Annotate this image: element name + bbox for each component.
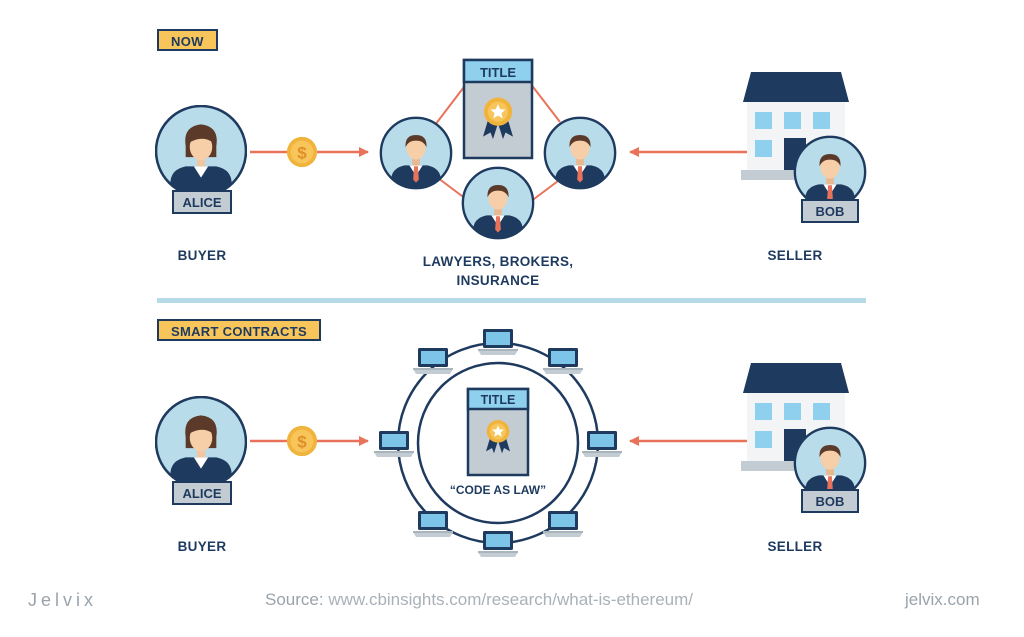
laptop-node-icon: [374, 431, 414, 457]
section-label-now: NOW: [157, 29, 218, 51]
seller-name-tag: BOB: [801, 489, 859, 513]
seller-name-tag: BOB: [801, 199, 859, 223]
intermediaries-label-line-1: LAWYERS, BROKERS,: [422, 254, 574, 269]
laptop-node-icon: [543, 511, 583, 537]
laptop-node-icon: [478, 329, 518, 355]
title-label-bottom: TITLE: [481, 393, 516, 407]
dollar-coin-icon: [286, 425, 318, 457]
insurance-avatar: [461, 166, 535, 240]
section-divider: [157, 298, 866, 303]
source-prefix: Source:: [265, 590, 324, 609]
intermediaries-label-line-2: INSURANCE: [456, 273, 540, 288]
svg-text:BOB: BOB: [816, 204, 845, 219]
dollar-coin-icon: [286, 136, 318, 168]
laptop-node-icon: [478, 531, 518, 557]
brand-logo: Jelvix: [28, 590, 98, 610]
intermediaries-label: LAWYERS, BROKERS, INSURANCE: [398, 252, 598, 290]
buyer-name-tag: ALICE: [172, 190, 232, 214]
section-smart-contracts: TITLE “CODE AS LAW” ALICE BOB: [155, 329, 867, 557]
title-document-bottom: TITLE: [466, 387, 530, 477]
blockchain-network: TITLE “CODE AS LAW”: [374, 329, 622, 557]
svg-text:ALICE: ALICE: [183, 195, 222, 210]
site-name: jelvix.com: [905, 590, 980, 609]
section-label-smart-contracts: SMART CONTRACTS: [157, 319, 321, 341]
lawyer-avatar: [379, 116, 453, 190]
section-now: TITLE ALICE BOB: [155, 58, 867, 240]
svg-text:ALICE: ALICE: [183, 486, 222, 501]
laptop-node-icon: [543, 348, 583, 374]
buyer-name-tag: ALICE: [172, 481, 232, 505]
buyer-label-top: BUYER: [177, 248, 227, 263]
seller-avatar: [793, 135, 867, 209]
buyer-avatar: [155, 105, 247, 197]
laptop-node-icon: [413, 511, 453, 537]
buyer-avatar: [155, 396, 247, 488]
svg-text:BOB: BOB: [816, 494, 845, 509]
source-url: www.cbinsights.com/research/what-is-ethe…: [328, 590, 694, 609]
code-as-law-label: “CODE AS LAW”: [450, 483, 546, 497]
seller-label-bottom: SELLER: [767, 539, 823, 554]
source-caption: Source: www.cbinsights.com/research/what…: [265, 590, 693, 610]
laptop-node-icon: [582, 431, 622, 457]
seller-avatar: [793, 426, 867, 500]
buyer-label-bottom: BUYER: [177, 539, 227, 554]
laptop-node-icon: [413, 348, 453, 374]
title-label-top: TITLE: [480, 65, 516, 80]
seller-label-top: SELLER: [767, 248, 823, 263]
intermediaries-network: TITLE: [379, 58, 617, 240]
broker-avatar: [543, 116, 617, 190]
title-document-top: TITLE: [462, 58, 534, 160]
